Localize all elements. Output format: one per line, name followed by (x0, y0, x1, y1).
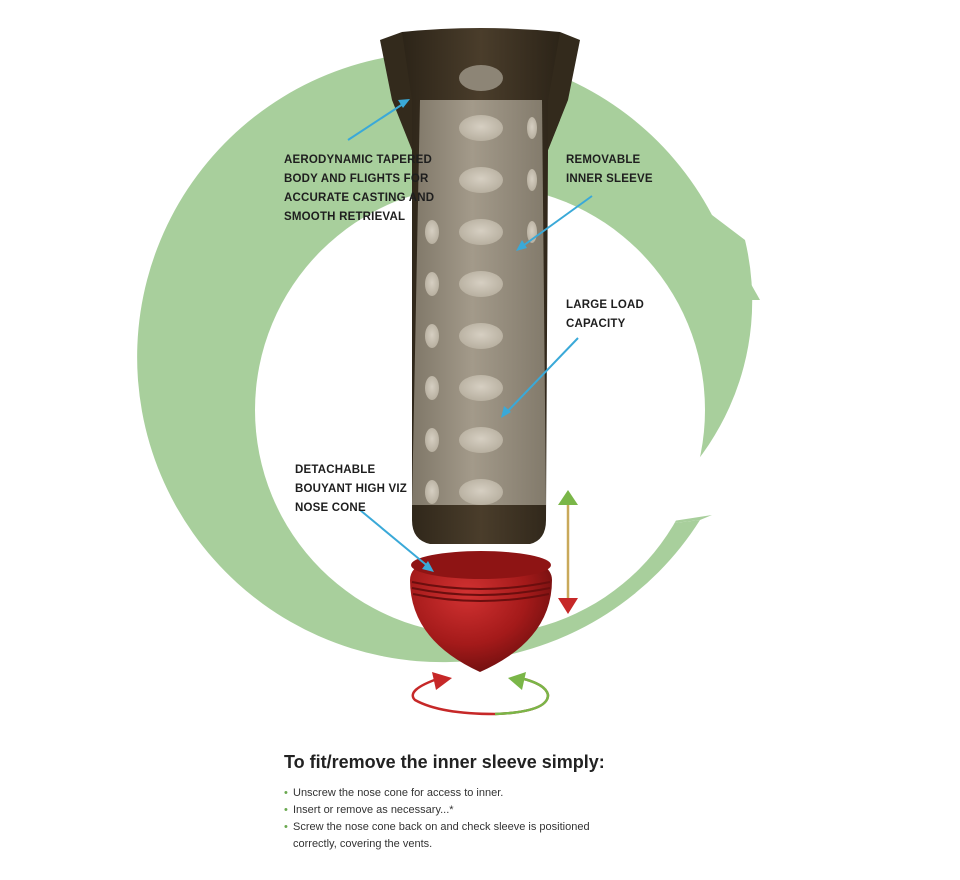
callout-capacity-line-1: LARGE LOAD (566, 299, 645, 311)
callout-aerodynamic-line-3: ACCURATE CASTING AND (284, 192, 435, 204)
step-text: Screw the nose cone back on and check sl… (293, 821, 590, 850)
list-item: • Unscrew the nose cone for access to in… (284, 785, 623, 802)
callout-aerodynamic-line-2: BODY AND FLIGHTS FOR (284, 173, 429, 185)
callout-nose-line-3: NOSE CONE (295, 502, 366, 514)
step-text: Unscrew the nose cone for access to inne… (293, 787, 504, 799)
callout-aerodynamic-line-1: AERODYNAMIC TAPERED (284, 154, 432, 166)
list-item: • Screw the nose cone back on and check … (284, 819, 623, 853)
sleeve-vents (425, 115, 537, 505)
callout-aerodynamic-line-4: SMOOTH RETRIEVAL (284, 211, 406, 223)
step-text: Insert or remove as necessary...* (293, 804, 454, 816)
callout-capacity-line-2: CAPACITY (566, 318, 626, 330)
list-item: • Insert or remove as necessary...* (284, 802, 623, 819)
callout-nose-cone: DETACHABLE BOUYANT HIGH VIZ NOSE CONE (295, 461, 407, 518)
callout-nose-line-1: DETACHABLE (295, 464, 376, 476)
rotate-arrow-icon (411, 672, 550, 716)
inner-sleeve (412, 100, 546, 505)
bullet-icon: • (284, 787, 288, 799)
callout-nose-line-2: BOUYANT HIGH VIZ (295, 483, 408, 495)
instructions-heading: To fit/remove the inner sleeve simply: (284, 752, 605, 772)
callout-inner-sleeve: REMOVABLE INNER SLEEVE (566, 151, 653, 189)
nose-cone (410, 551, 552, 672)
callout-lines (347, 99, 593, 572)
instructions-list: • Unscrew the nose cone for access to in… (284, 785, 623, 853)
callout-sleeve-line-2: INNER SLEEVE (566, 173, 653, 185)
bullet-icon: • (284, 821, 288, 833)
callout-load-capacity: LARGE LOAD CAPACITY (566, 296, 644, 334)
callout-sleeve-line-1: REMOVABLE (566, 154, 641, 166)
bullet-icon: • (284, 804, 288, 816)
up-down-arrow-icon (558, 490, 578, 614)
callout-aerodynamic: AERODYNAMIC TAPERED BODY AND FLIGHTS FOR… (284, 151, 434, 227)
